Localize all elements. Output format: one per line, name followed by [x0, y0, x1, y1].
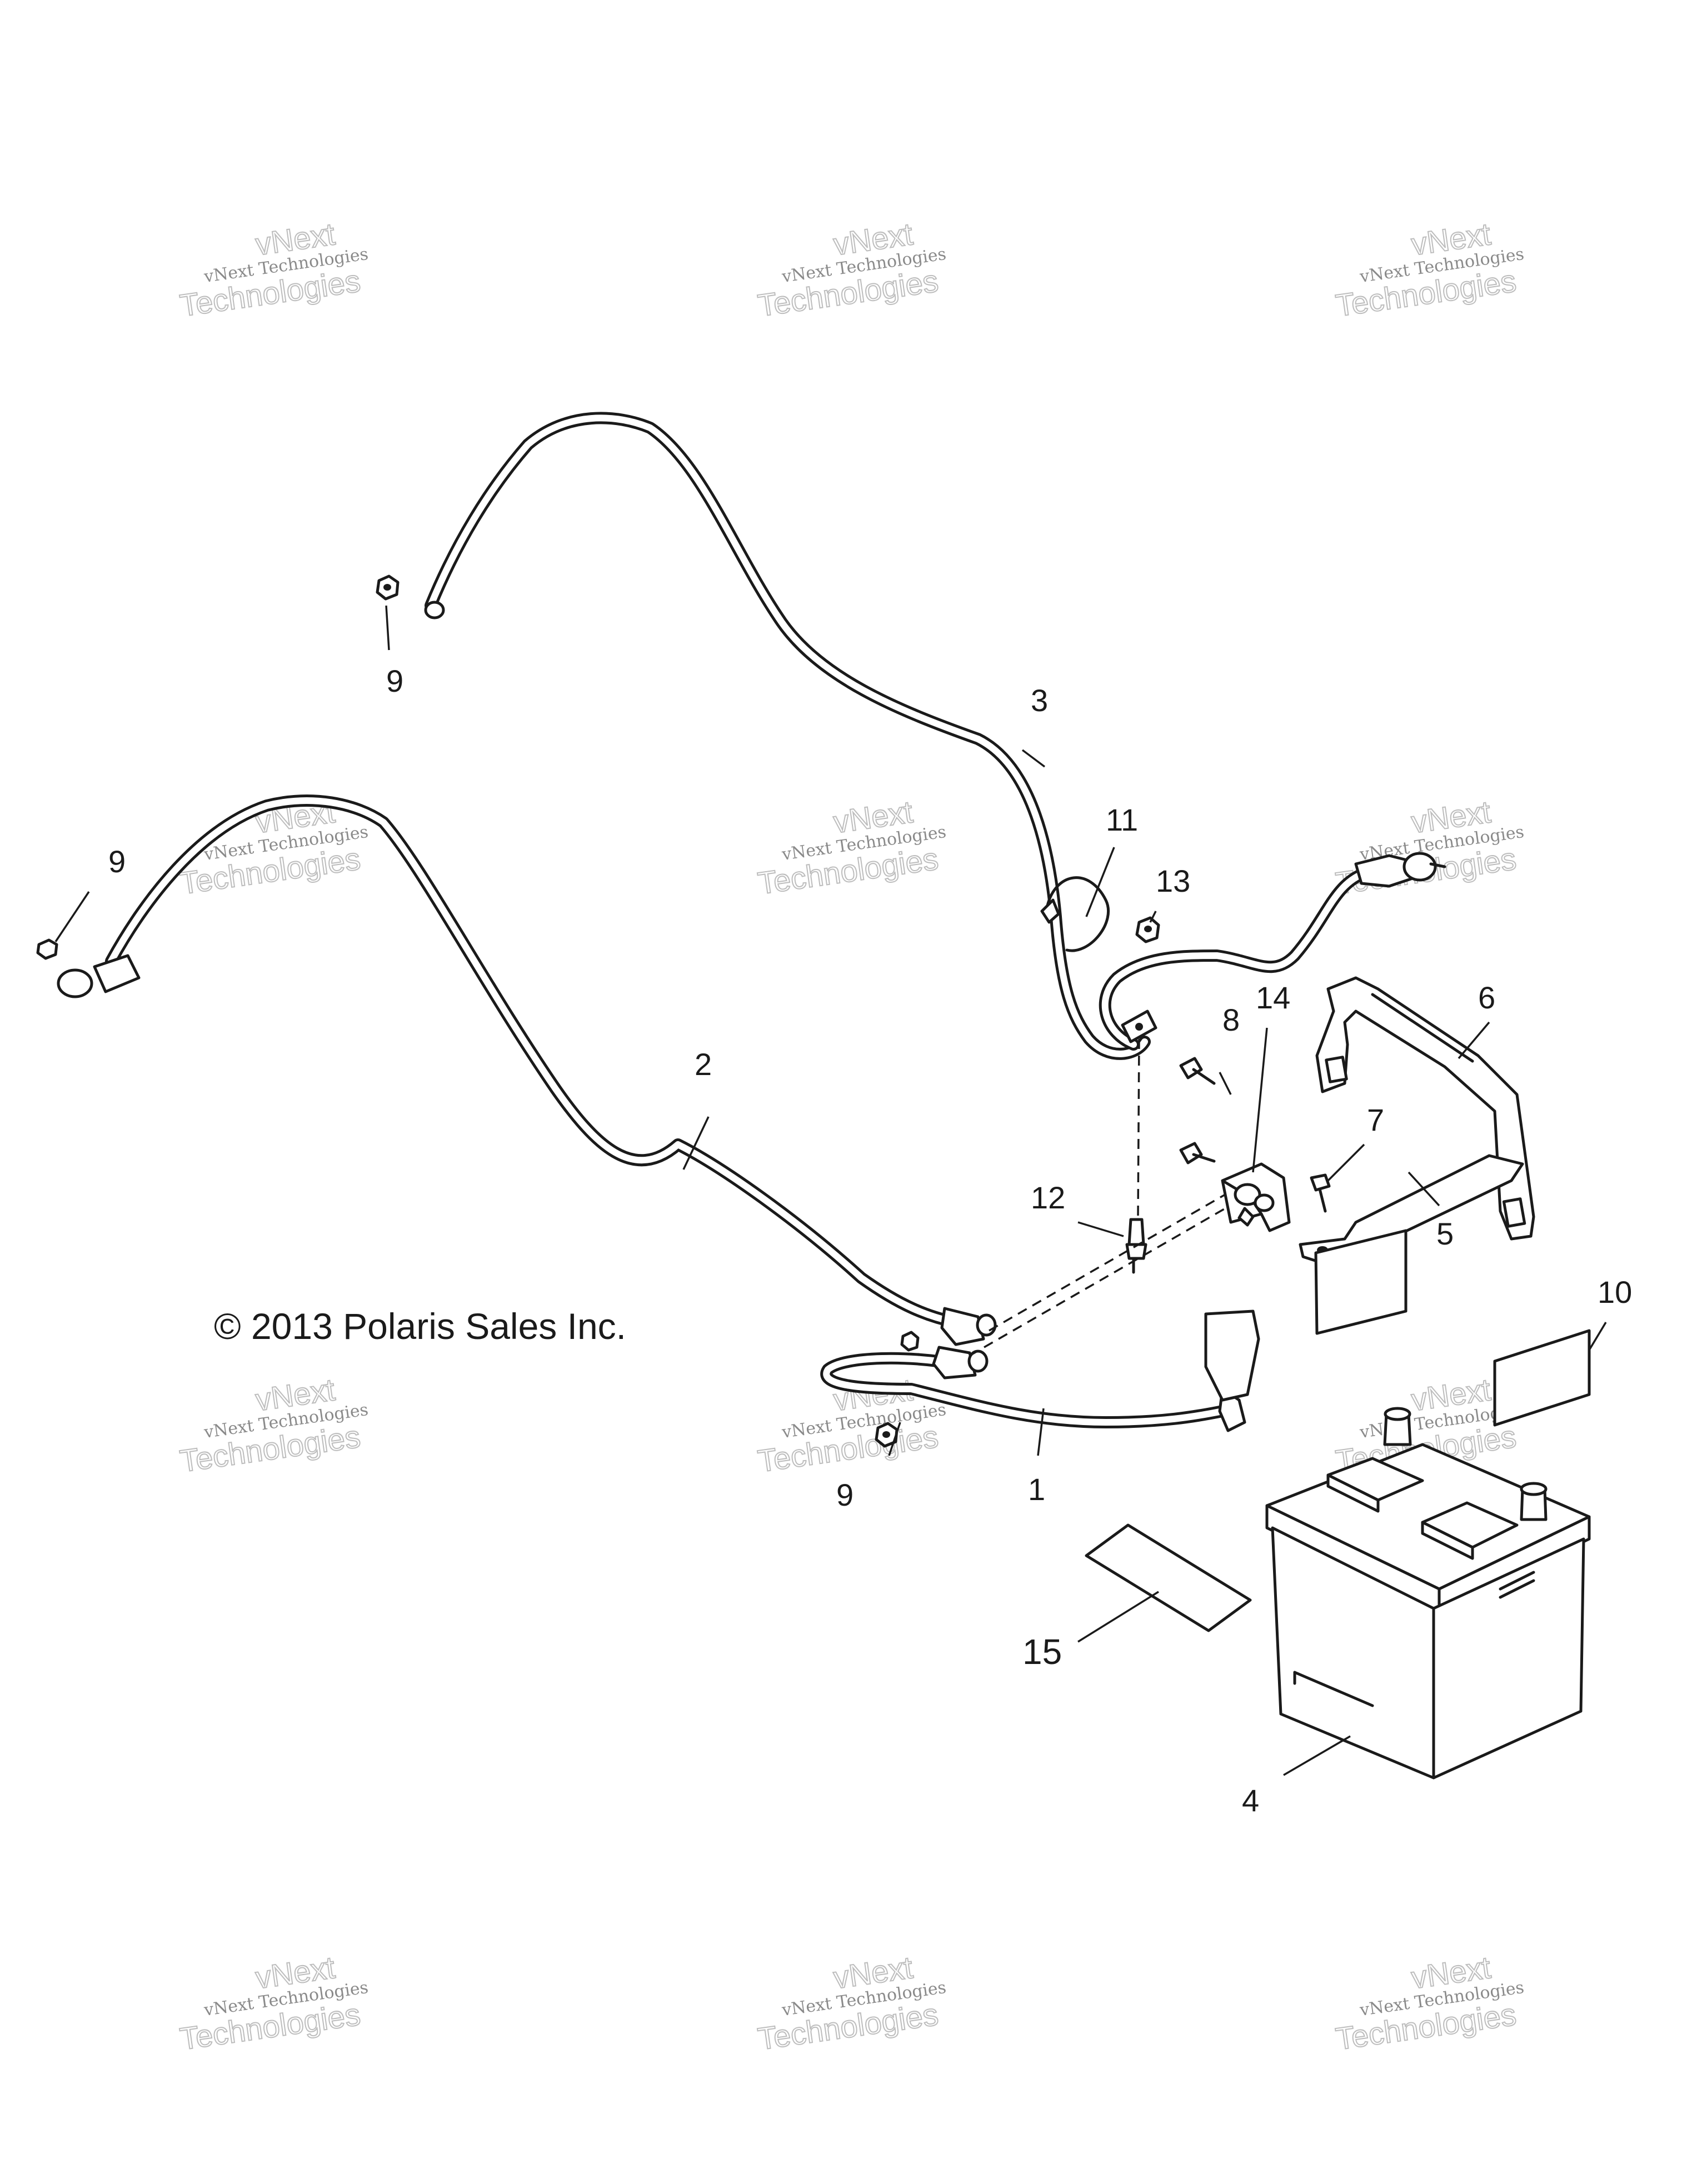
callout-9-bottom: 9 [836, 1477, 854, 1512]
watermark-top-right: vNext vNext Technologies Technologies [1333, 216, 1525, 323]
callout-5: 5 [1436, 1216, 1454, 1251]
watermark-layer: vNext vNext Technologies Technologies vN… [177, 216, 1525, 2057]
part-10-pad [1314, 1229, 1407, 1335]
part-9-nut-terminal [900, 1331, 920, 1352]
cable-2 [57, 794, 997, 1346]
leader-14 [1252, 1027, 1268, 1173]
part-5-bracket [1299, 1154, 1524, 1263]
cable-2-right-terminal-icon [940, 1307, 997, 1346]
leader-9-top [385, 605, 390, 651]
watermark-mid-right: vNext vNext Technologies Technologies [1333, 793, 1525, 901]
cable-1-terminal-icon [932, 1346, 989, 1380]
part-13-nut [1135, 916, 1160, 943]
leader-lines [54, 605, 1607, 1776]
battery-boot-icon [1204, 1310, 1260, 1432]
watermark-top-left: vNext vNext Technologies Technologies [177, 216, 370, 323]
callout-3: 3 [1031, 683, 1048, 718]
callout-4: 4 [1242, 1783, 1259, 1818]
leader-8 [1219, 1072, 1232, 1095]
callout-7: 7 [1367, 1102, 1384, 1137]
callout-2: 2 [695, 1047, 712, 1082]
leader-4 [1283, 1735, 1351, 1776]
leader-11 [1085, 847, 1115, 917]
leader-15 [1077, 1591, 1159, 1643]
callout-8: 8 [1222, 1002, 1240, 1037]
callout-labels: 3 2 1 11 13 8 14 7 6 5 12 10 9 9 9 15 4 [108, 663, 1632, 1818]
cable-3 [424, 412, 1446, 1060]
part-14-solenoid [1221, 1162, 1291, 1232]
leader-13 [1149, 911, 1157, 923]
leader-7 [1327, 1143, 1365, 1182]
cable-1 [820, 1310, 1260, 1432]
ring-terminal-icon [424, 601, 445, 619]
part-11-cable-tie [1040, 876, 1110, 952]
copyright-notice: © 2013 Polaris Sales Inc. [214, 1306, 626, 1347]
callout-13: 13 [1156, 863, 1190, 898]
watermark-bottom-left: vNext vNext Technologies Technologies [177, 1949, 370, 2057]
part-8-bolt [1179, 1057, 1216, 1085]
callout-11: 11 [1106, 802, 1138, 837]
callout-10: 10 [1598, 1275, 1632, 1310]
part-4-battery [1265, 1407, 1591, 1780]
callout-15: 15 [1022, 1632, 1062, 1672]
callout-6: 6 [1478, 980, 1495, 1015]
callout-1: 1 [1028, 1472, 1045, 1507]
watermark-bottom-right: vNext vNext Technologies Technologies [1333, 1949, 1525, 2057]
part-15-label [1085, 1523, 1252, 1632]
part-9-nut-top [376, 574, 400, 601]
leader-9-bottom [888, 1422, 901, 1456]
callout-9-left: 9 [108, 844, 126, 879]
part-9-nut-bottom [875, 1422, 899, 1448]
watermark-low-left: vNext vNext Technologies Technologies [177, 1371, 370, 1479]
cable-2-terminal-icon [57, 954, 141, 998]
watermark-bottom-center: vNext vNext Technologies Technologies [755, 1949, 947, 2057]
leader-3 [1021, 749, 1046, 768]
callout-12: 12 [1031, 1180, 1065, 1215]
leader-9-left [54, 891, 90, 942]
callout-9-top: 9 [386, 663, 403, 698]
part-7-bolt [1310, 1173, 1331, 1213]
part-8-bolt-lower [1179, 1142, 1216, 1165]
leader-12 [1077, 1221, 1124, 1237]
cable-3-terminal-icon [1354, 852, 1446, 888]
part-10-pad-right [1493, 1329, 1591, 1427]
tab-hole-icon [1135, 1023, 1143, 1031]
leader-1 [1037, 1408, 1045, 1456]
watermark-mid-center: vNext vNext Technologies Technologies [755, 793, 947, 901]
part-6-strap [1315, 976, 1535, 1241]
leader-2 [682, 1116, 710, 1170]
part-9-nut-left [36, 938, 58, 960]
leader-10 [1588, 1322, 1607, 1351]
watermark-top-center: vNext vNext Technologies Technologies [755, 216, 947, 323]
assembly-lines [969, 1038, 1226, 1357]
leader-5 [1407, 1171, 1440, 1207]
callout-14: 14 [1256, 980, 1290, 1015]
leader-6 [1458, 1021, 1490, 1059]
